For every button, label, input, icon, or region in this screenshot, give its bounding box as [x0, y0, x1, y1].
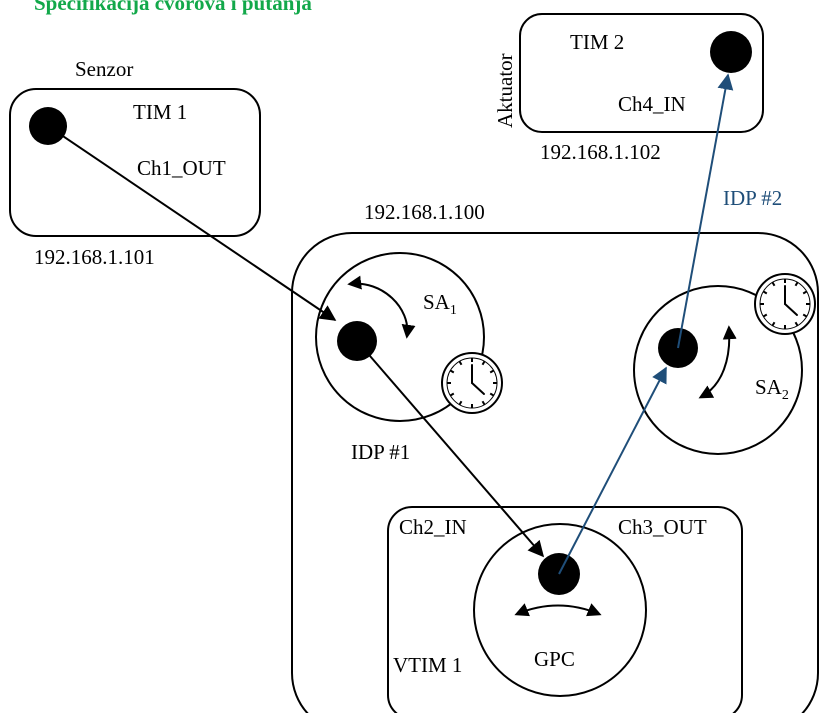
sa2-circle [633, 285, 803, 455]
tim1-channel: Ch1_OUT [137, 156, 226, 180]
idp2-path-segment-2 [677, 73, 734, 349]
tim2-node [710, 31, 752, 73]
ncap-ip: 192.168.1.100 [364, 200, 485, 224]
idp1-path-segment-1 [47, 125, 337, 321]
gpc-circle [473, 523, 647, 697]
sa2-label: SA2 [755, 375, 789, 403]
tim2-ip: 192.168.1.102 [540, 140, 661, 164]
sa1-label: SA1 [423, 290, 457, 318]
idp1-label: IDP #1 [351, 440, 410, 464]
idp2-label: IDP #2 [723, 186, 782, 210]
vtim-out-channel: Ch3_OUT [618, 515, 707, 539]
tim1-ip: 192.168.1.101 [34, 245, 155, 269]
tim2-box [519, 13, 764, 133]
ncap-box [291, 232, 819, 713]
tim1-name: TIM 1 [133, 100, 187, 124]
tim1-box [9, 88, 261, 237]
gpc-cycle-arrow [514, 603, 602, 617]
vtim-name: VTIM 1 [393, 653, 462, 677]
tim2-role-label: Aktuator [493, 53, 517, 128]
idp2-path-segment-1 [558, 366, 667, 575]
sa2-cycle-arrow [698, 325, 737, 399]
sa1-circle [315, 252, 485, 422]
vtim-in-channel: Ch2_IN [399, 515, 467, 539]
tim2-channel: Ch4_IN [618, 92, 686, 116]
gpc-label: GPC [534, 647, 575, 671]
sa1-clock-icon [441, 352, 503, 414]
tim2-name: TIM 2 [570, 30, 624, 54]
vtim-box [387, 506, 743, 713]
tim1-role-label: Senzor [75, 57, 133, 81]
sa1-cycle-arrow [347, 275, 416, 339]
sa2-clock-icon [754, 273, 816, 335]
diagram-title: Specifikacija čvorova i putanja [34, 0, 312, 15]
idp1-path-segment-2 [356, 340, 545, 558]
